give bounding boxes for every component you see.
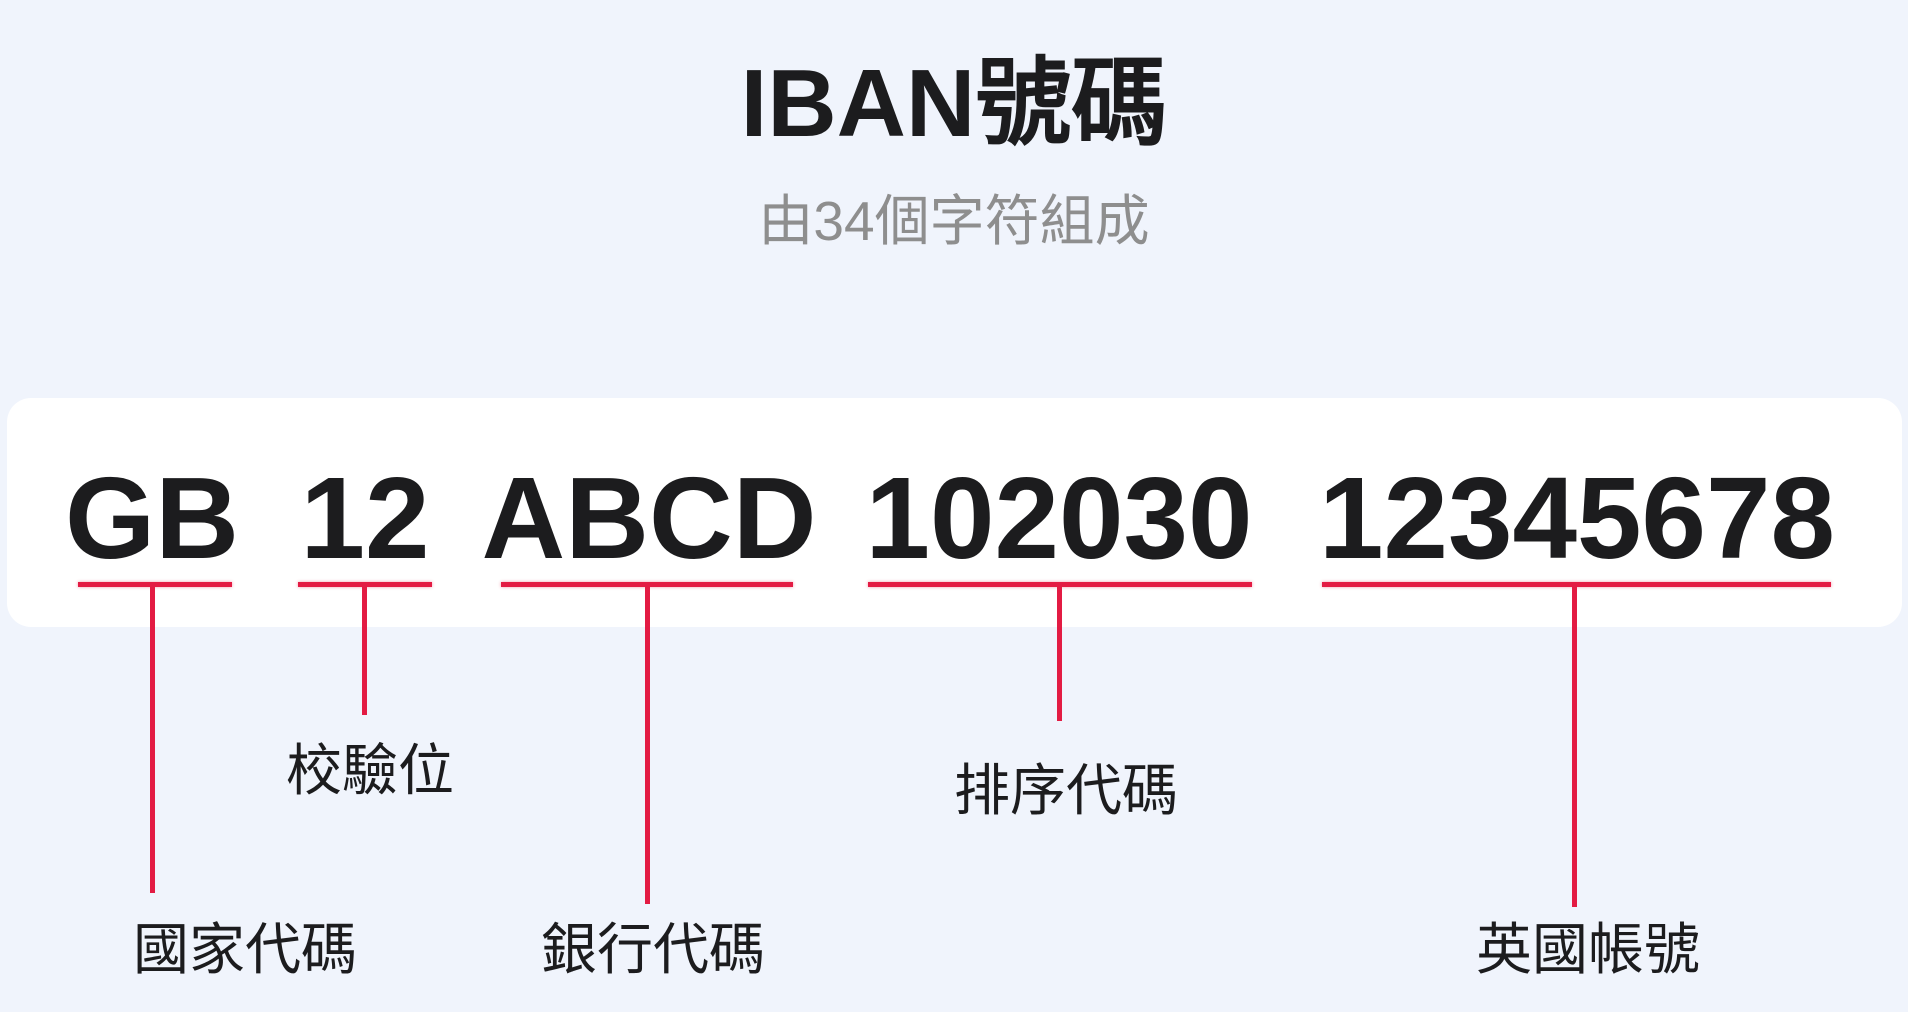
segment-pointer-line (1057, 582, 1062, 721)
segment-pointer-line (150, 582, 155, 893)
segment-pointer-line (645, 582, 650, 904)
segment-value: 12345678 (1318, 453, 1836, 583)
page-title: IBAN號碼 (740, 50, 1168, 157)
segment-label: 銀行代碼 (541, 918, 765, 981)
segment-label: 英國帳號 (1476, 918, 1700, 981)
segment-pointer-line (362, 582, 367, 715)
page-subtitle: 由34個字符組成 (758, 190, 1150, 252)
segment-value: ABCD (481, 453, 817, 583)
segment-label: 排序代碼 (954, 759, 1178, 822)
segment-label: 國家代碼 (133, 918, 357, 981)
segment-value: GB (65, 453, 239, 583)
segment-pointer-line (1572, 582, 1577, 907)
segment-underline (78, 582, 232, 587)
segment-value: 102030 (865, 453, 1253, 583)
iban-example-card (7, 398, 1902, 627)
segment-label: 校驗位 (286, 739, 454, 802)
segment-value: 12 (300, 453, 430, 583)
